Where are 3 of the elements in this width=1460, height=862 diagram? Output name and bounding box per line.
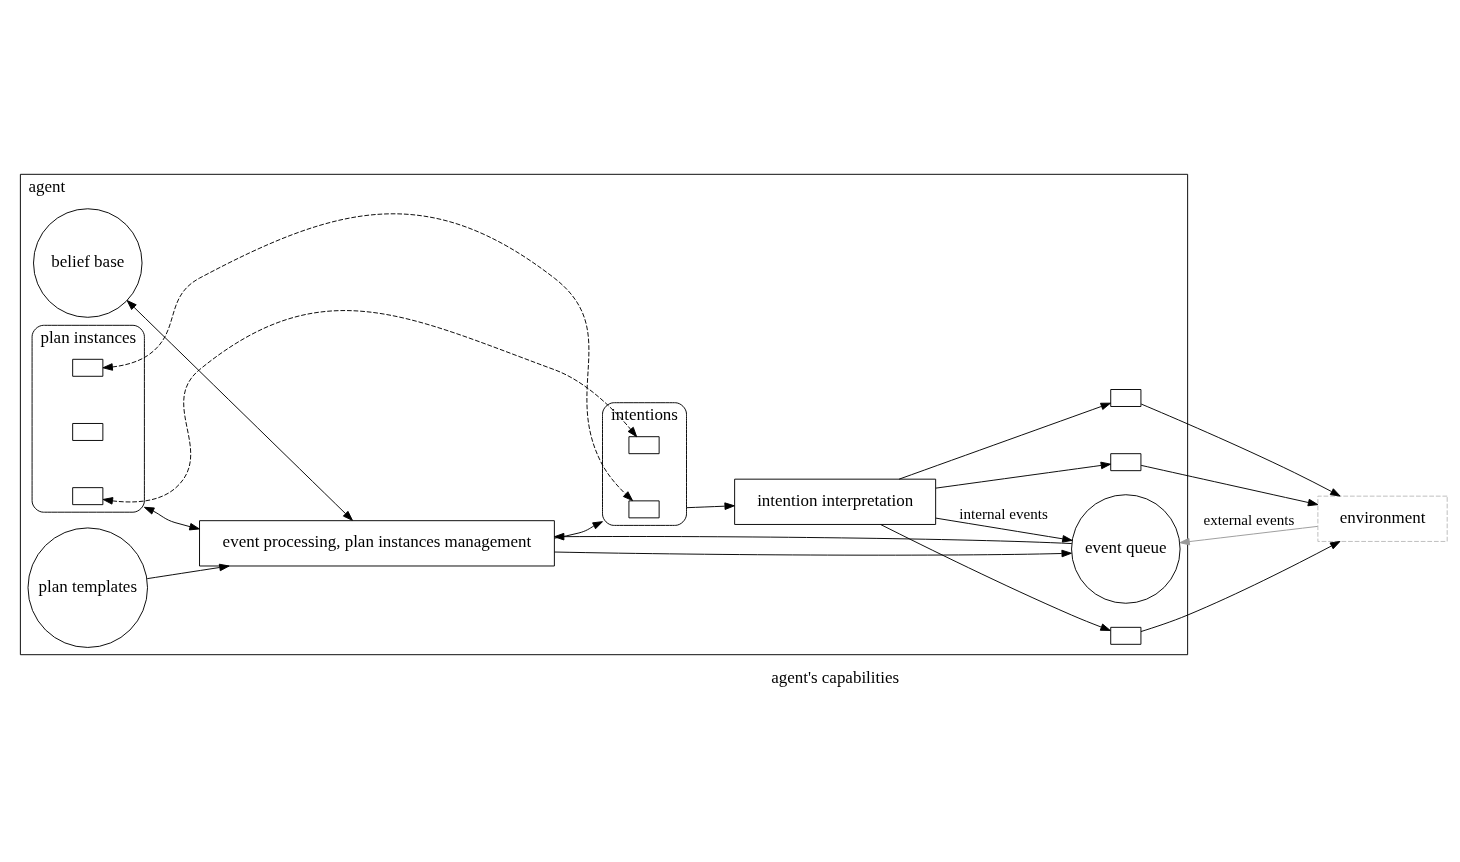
edge-label: internal events — [959, 505, 1048, 522]
label: agent's capabilities — [771, 667, 900, 687]
edge-label: external events — [1203, 511, 1295, 528]
